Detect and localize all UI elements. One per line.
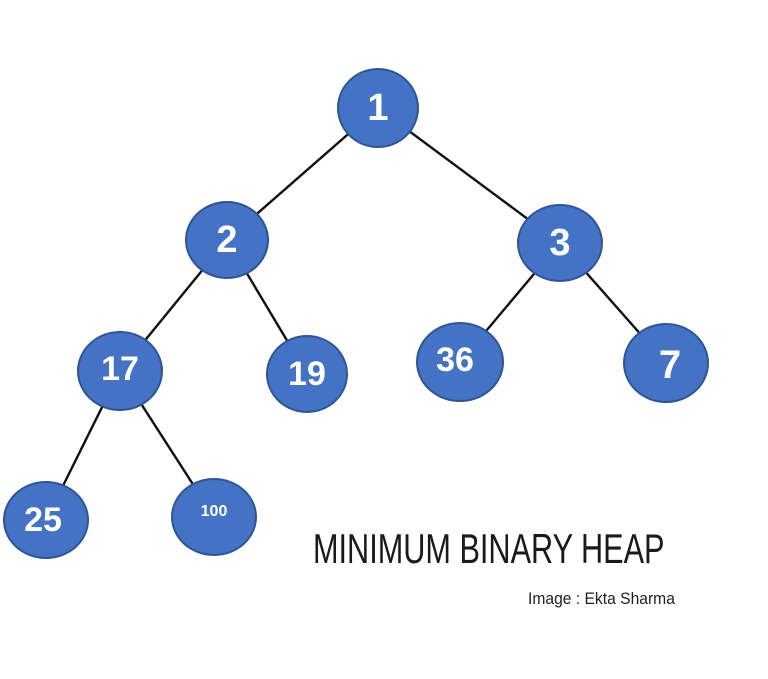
tree-node-100: 100 (171, 478, 257, 556)
tree-node-17: 17 (77, 331, 163, 411)
node-label: 17 (101, 350, 139, 388)
node-label: 19 (288, 355, 326, 393)
tree-node-7: 7 (623, 323, 709, 403)
node-label: 100 (200, 503, 228, 520)
node-label: 36 (436, 341, 474, 379)
tree-node-2: 2 (185, 201, 269, 279)
node-label: 1 (367, 87, 389, 129)
diagram-title: MINIMUM BINARY HEAP (313, 525, 665, 572)
image-credit: Image : Ekta Sharma (528, 589, 675, 608)
node-label: 7 (658, 343, 682, 387)
tree-node-3: 3 (517, 204, 603, 282)
tree-node-19: 19 (266, 335, 348, 413)
node-label: 3 (549, 222, 571, 264)
node-label: 2 (216, 219, 238, 261)
tree-node-1: 1 (337, 68, 419, 148)
tree-node-36: 36 (416, 322, 504, 402)
tree-node-25: 25 (3, 481, 89, 559)
node-label: 25 (24, 501, 62, 539)
